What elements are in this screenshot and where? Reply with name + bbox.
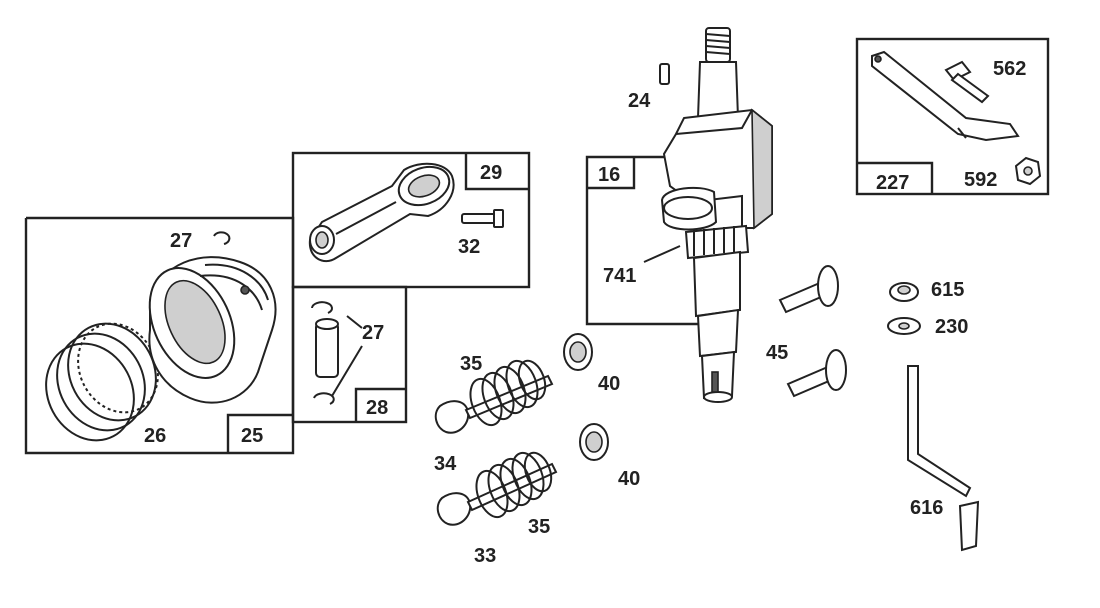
box-227-governor <box>855 37 1050 196</box>
label-562: 562 <box>993 58 1026 80</box>
label-32: 32 <box>458 236 480 258</box>
governor-shaft-part <box>907 365 980 552</box>
governor-washer-615-part <box>889 282 919 302</box>
crankshaft-part <box>660 27 773 403</box>
label-27-a: 27 <box>170 230 192 252</box>
crank-gear-part <box>684 224 750 260</box>
valve-retainer-b-part <box>579 423 609 461</box>
label-26: 26 <box>144 425 166 447</box>
label-40-a: 40 <box>598 373 620 395</box>
label-25: 25 <box>241 425 263 447</box>
intake-valve-part <box>436 462 558 526</box>
rod-bolt-part <box>461 209 504 228</box>
label-615: 615 <box>931 279 964 301</box>
label-29: 29 <box>480 162 502 184</box>
label-34: 34 <box>434 453 457 475</box>
box-29-connecting-rod <box>291 151 531 289</box>
label-45: 45 <box>766 342 788 364</box>
label-741: 741 <box>603 265 636 287</box>
label-28: 28 <box>366 397 388 419</box>
governor-bolt-part <box>944 60 990 104</box>
connecting-rod-part <box>308 162 455 263</box>
box-28-pin-group <box>291 285 408 424</box>
label-230: 230 <box>935 316 968 338</box>
label-24: 24 <box>628 90 651 112</box>
label-616: 616 <box>910 497 943 519</box>
leader-27-bottom <box>331 345 363 397</box>
label-227: 227 <box>876 172 909 194</box>
label-33: 33 <box>474 545 496 567</box>
leader-27-top <box>346 315 363 329</box>
circlip-27-b-part <box>311 301 333 314</box>
governor-lever-part <box>871 50 1020 142</box>
tappet-b-part <box>786 349 847 398</box>
wrist-pin-part <box>315 318 339 378</box>
tappet-a-part <box>778 265 839 314</box>
label-40-b: 40 <box>618 468 640 490</box>
valve-spring-b-part <box>475 451 553 519</box>
label-35-b: 35 <box>528 516 550 538</box>
valve-spring-a-part <box>469 359 547 427</box>
hex-nut-part <box>1014 156 1042 186</box>
box-25-piston-group <box>24 216 295 455</box>
woodruff-key-part <box>659 63 670 85</box>
piston-part <box>148 256 277 404</box>
valve-retainer-a-part <box>563 333 593 371</box>
label-16: 16 <box>598 164 620 186</box>
circlip-27-c-part <box>313 392 335 405</box>
leader-741 <box>643 245 681 263</box>
box-16-crankshaft <box>585 155 698 326</box>
label-27-b: 27 <box>362 322 384 344</box>
governor-washer-230-part <box>887 317 921 335</box>
circlip-27-a-part <box>213 231 231 245</box>
label-592: 592 <box>964 169 997 191</box>
label-35-a: 35 <box>460 353 482 375</box>
